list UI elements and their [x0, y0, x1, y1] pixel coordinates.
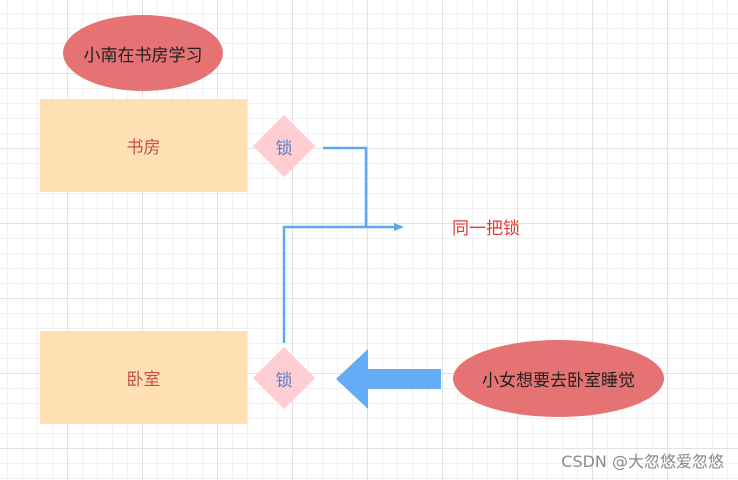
study-room-label: 书房	[126, 138, 161, 158]
study-status-label: 小南在书房学习	[83, 45, 203, 66]
study-lock-label: 锁	[275, 138, 293, 159]
study-lock-connector	[323, 146, 368, 227]
csdn-watermark: CSDN @大忽悠爱忽悠	[561, 452, 724, 471]
sleep-wish-label: 小女想要去卧室睡觉	[482, 371, 635, 391]
bedroom-box: 卧室	[40, 331, 247, 424]
sleep-wish-ellipse: 小女想要去卧室睡觉	[453, 340, 664, 417]
study-status-ellipse: 小南在书房学习	[63, 15, 223, 91]
block-arrow	[336, 349, 441, 409]
study-lock-diamond: 锁	[252, 114, 316, 178]
bedroom-label: 卧室	[126, 370, 161, 390]
bedroom-lock-diamond: 锁	[252, 346, 316, 410]
same-lock-note: 同一把锁	[452, 219, 520, 239]
study-room-box: 书房	[40, 99, 247, 192]
bedroom-lock-connector	[282, 223, 404, 343]
bedroom-lock-label: 锁	[275, 370, 293, 391]
